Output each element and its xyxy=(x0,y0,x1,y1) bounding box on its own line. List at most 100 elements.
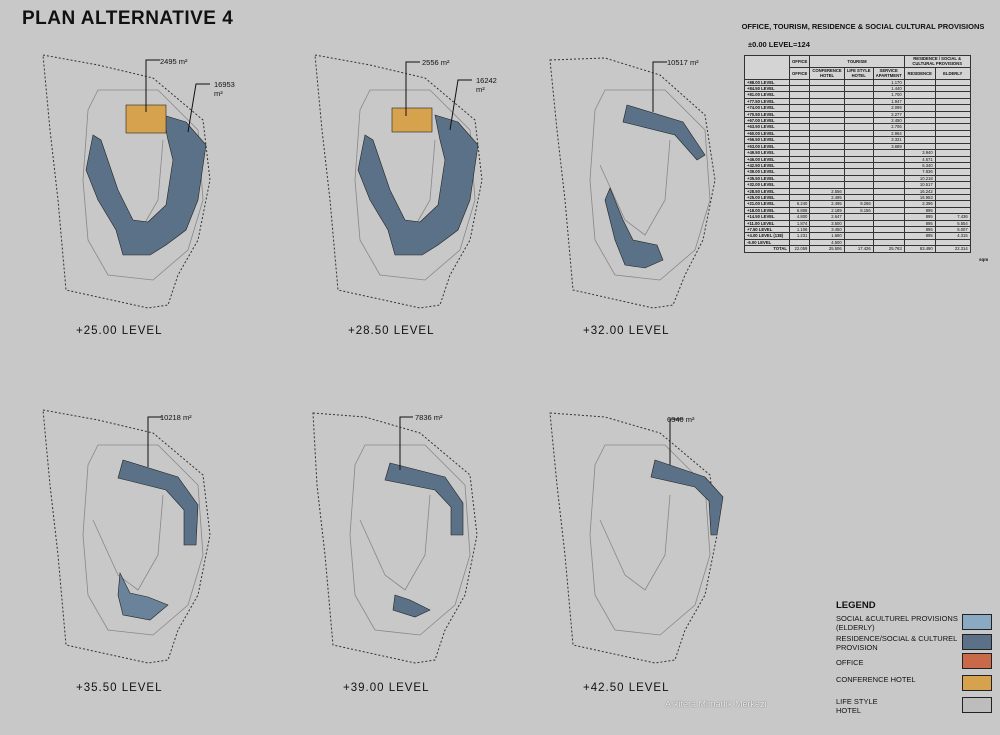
residence-block xyxy=(85,114,207,256)
table-cell: 2.495 xyxy=(809,193,845,202)
legend-swatch-lifestyle-hotel xyxy=(962,697,992,713)
level-label: +42.50 LEVEL xyxy=(583,682,670,694)
table-cell: 3.450 xyxy=(809,225,845,234)
residence-block xyxy=(357,114,479,256)
residence-block xyxy=(650,459,724,536)
table-cell: 5.554 xyxy=(934,219,971,228)
area-label: 16953 m² xyxy=(214,80,235,98)
column-header: SERVICE APARTMENT xyxy=(872,66,905,80)
area-label: 2495 m² xyxy=(160,57,188,66)
total-cell: 25.506 xyxy=(809,245,845,253)
table-cell xyxy=(934,149,971,157)
table-cell xyxy=(809,161,845,170)
table-cell xyxy=(788,187,811,195)
plan-level-42-50: 6340 m² +42.50 LEVEL xyxy=(545,405,735,735)
column-header: RESIDENCE xyxy=(903,66,936,80)
residence-block xyxy=(604,187,664,269)
table-cell xyxy=(788,181,811,189)
table-cell xyxy=(809,181,845,189)
table-cell xyxy=(934,181,971,189)
row-level-label: +4.00 LEVEL (138) xyxy=(744,232,790,240)
table-cell xyxy=(934,193,971,202)
column-header: CONFERENCE HOTEL xyxy=(809,66,845,80)
table-cell xyxy=(934,238,971,247)
header-tourism-group: TOURISM xyxy=(809,55,905,68)
table-cell xyxy=(934,161,971,170)
table-cell: 4.800 xyxy=(788,213,811,221)
table-cell xyxy=(809,168,845,176)
site-plan-drawing xyxy=(549,57,716,309)
table-cell xyxy=(788,238,811,247)
table-cell: 1.231 xyxy=(788,232,811,240)
table-cell xyxy=(788,136,811,144)
header-blank xyxy=(744,55,790,80)
table-cell: 4.500 xyxy=(809,238,845,247)
table-cell xyxy=(788,123,811,131)
table-cell xyxy=(934,129,971,138)
level-label: +32.00 LEVEL xyxy=(583,325,670,337)
area-label: 16242 m² xyxy=(476,76,497,94)
legend-label: OFFICE xyxy=(836,658,864,667)
table-cell xyxy=(934,168,971,176)
table-cell xyxy=(934,200,971,208)
plan-level-25: 2495 m² 16953 m² +25.00 LEVEL xyxy=(38,50,235,380)
table-cell: 2.189 xyxy=(809,206,845,215)
table-cell xyxy=(788,129,811,138)
legend-swatch-office xyxy=(962,653,992,669)
table-cell: 5.007 xyxy=(934,225,971,234)
table-cell xyxy=(934,155,971,163)
plan-level-32: 10517 m² +32.00 LEVEL xyxy=(545,50,735,380)
header-residence-group: RESIDENCE / SOCIAL & CULTURAL PROVISIONS xyxy=(903,55,971,68)
area-label: 6340 m² xyxy=(667,415,695,424)
legend-label: SOCIAL &CULTUREL PROVISIONS (ELDERLY) xyxy=(836,614,958,632)
level-label: +39.00 LEVEL xyxy=(343,682,430,694)
residence-block xyxy=(117,459,199,546)
table-cell xyxy=(788,155,811,163)
plan-level-35-50: 10218 m² +35.50 LEVEL xyxy=(38,405,228,735)
table-cell: 1.106 xyxy=(788,225,811,234)
table-cell: 3.500 xyxy=(809,219,845,228)
table-cell xyxy=(788,193,811,202)
legend-title: LEGEND xyxy=(836,600,876,611)
area-label: 10517 m² xyxy=(667,58,699,67)
zero-level-note: ±0.00 LEVEL=124 xyxy=(748,40,810,49)
table-cell xyxy=(809,149,845,157)
residence-block xyxy=(392,594,431,618)
watermark: Arkitera Mimarlık Merkezi xyxy=(665,699,767,709)
legend-swatch-social-elderly xyxy=(962,614,992,630)
site-plan-drawing xyxy=(42,54,211,309)
unit-label: sqm xyxy=(979,257,989,262)
table-title: OFFICE, TOURISM, RESIDENCE & SOCIAL CULT… xyxy=(741,22,985,31)
table-cell: 6.240 xyxy=(788,200,811,208)
total-cell: 22.314 xyxy=(934,245,971,253)
column-header: ELDERLY xyxy=(934,66,971,80)
table-cell: 7.436 xyxy=(934,213,971,221)
level-label: +25.00 LEVEL xyxy=(76,325,163,337)
page-title: PLAN ALTERNATIVE 4 xyxy=(22,8,234,29)
table-cell xyxy=(934,174,971,183)
total-cell: 22.059 xyxy=(788,245,811,253)
residence-block xyxy=(622,104,706,161)
area-label: 2556 m² xyxy=(422,58,450,67)
plan-level-28-50: 2556 m² 16242 m² +28.50 LEVEL xyxy=(310,50,500,380)
column-header: OFFICE xyxy=(788,66,811,80)
site-plan-drawing xyxy=(42,409,211,664)
area-label: 7836 m² xyxy=(415,413,443,422)
